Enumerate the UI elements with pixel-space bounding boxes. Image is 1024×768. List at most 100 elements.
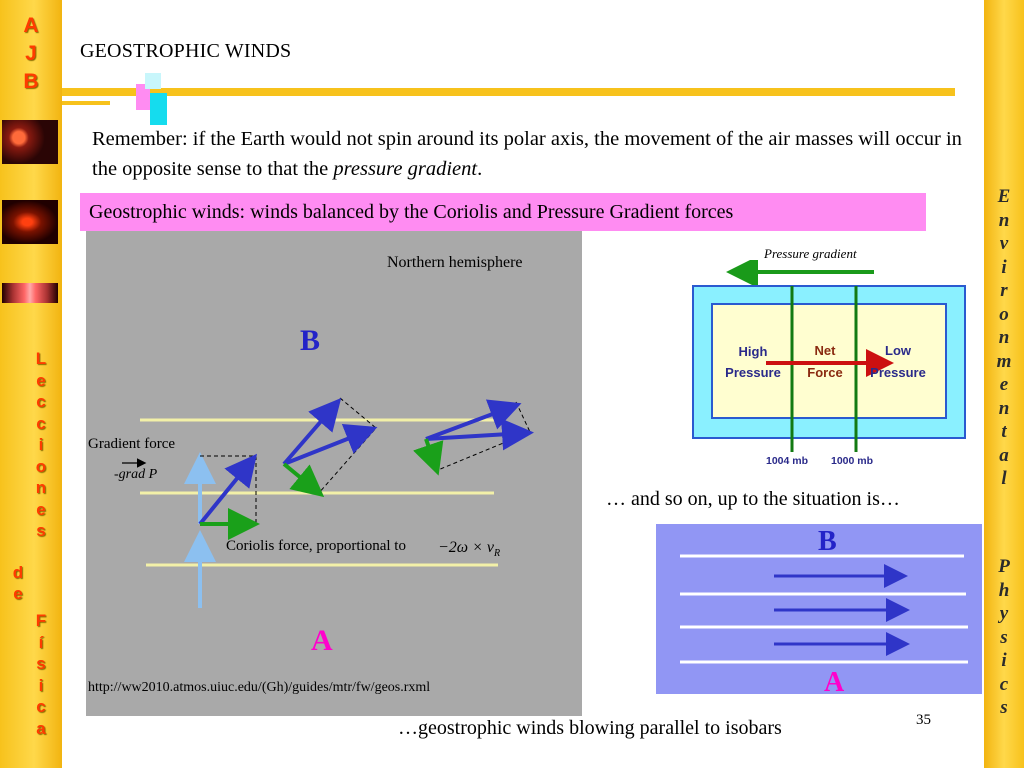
de-letter: e (13, 584, 23, 603)
pressure-gradient-title: Pressure gradient (764, 246, 857, 261)
thumbnail-image-3 (2, 283, 58, 303)
isobar-1000-label: 1000 mb (831, 455, 874, 467)
initials-letter: B (23, 70, 39, 93)
deco-square-pink (136, 84, 150, 110)
and-so-on-text: … and so on, up to the situation is… (606, 488, 900, 510)
fisica-letter: F (35, 611, 47, 630)
environmental-letter: n (998, 209, 1010, 231)
low-label-a: A (824, 667, 845, 698)
grad-p-label: -grad P (114, 467, 158, 482)
wind-arrow (282, 397, 342, 466)
lecciones-letter: n (35, 478, 47, 497)
net-word: Net (814, 343, 836, 358)
physics-letter: P (998, 556, 1010, 577)
lecciones-letter: L (35, 349, 47, 368)
deco-square-cyan (150, 93, 167, 125)
slide-title: GEOSTROPHIC WINDS (80, 40, 292, 62)
intro-period: . (477, 158, 483, 180)
pressure-word: Pressure (870, 365, 926, 380)
physics-letter: i (1001, 650, 1007, 671)
environmental-letter: r (1000, 280, 1008, 301)
title-rule (62, 88, 955, 96)
environmental-letter: E (997, 186, 1011, 207)
fisica-letter: a (36, 718, 46, 738)
environmental-letter: m (996, 350, 1012, 372)
initials-letter: A (23, 14, 39, 37)
environmental-letter: a (999, 444, 1009, 466)
de-letter: d (12, 563, 24, 582)
coriolis-arrow (282, 462, 325, 498)
environmental-letter: n (998, 397, 1010, 419)
fisica-letter: s (36, 654, 46, 673)
fisica-letter: í (38, 632, 44, 652)
high-label-b: B (300, 324, 321, 357)
environmental-letter: l (1001, 468, 1007, 489)
wind-arrow (425, 399, 522, 441)
pressure-word: Pressure (725, 365, 781, 380)
physics-letter: h (998, 579, 1010, 601)
gradient-force-label: Gradient force (88, 436, 176, 452)
lecciones-letter: s (36, 521, 46, 540)
physics-letter: s (1000, 626, 1008, 648)
low-word: Low (885, 343, 911, 358)
parallelogram-guide (437, 401, 531, 471)
intro-text: Remember: if the Earth would not spin ar… (92, 128, 962, 180)
environmental-letter: v (999, 233, 1009, 254)
definition-banner: Geostrophic winds: winds balanced by the… (80, 193, 926, 231)
high-label-b: B (818, 526, 837, 557)
low-label-a: A (311, 624, 333, 657)
lecciones-letter: e (36, 370, 46, 390)
lecciones-letter: o (35, 456, 47, 476)
physics-letter: y (999, 603, 1009, 624)
physics-letter: c (999, 673, 1009, 695)
force-word: Force (807, 365, 843, 380)
lecciones-letter: i (38, 435, 44, 454)
isobar-1004-label: 1004 mb (766, 455, 809, 467)
wind-arrow (198, 453, 258, 526)
fisica-letter: c (36, 697, 46, 716)
formula-subscript: R (494, 548, 501, 560)
intro-emphasis: pressure gradient (333, 158, 478, 180)
thumbnail-image-2 (2, 200, 58, 244)
environmental-letter: n (998, 327, 1010, 348)
wind-arrow (425, 418, 534, 451)
formula-text: −2ω × v (438, 539, 494, 556)
initials-letter: J (25, 42, 37, 65)
thumbnail-image-1 (2, 120, 58, 164)
environmental-letter: i (1001, 256, 1007, 278)
page-number: 35 (916, 712, 931, 728)
coriolis-force-label: Coriolis force, proportional to (226, 538, 406, 554)
bottom-caption: …geostrophic winds blowing parallel to i… (398, 717, 782, 739)
fisica-letter: i (38, 675, 44, 695)
environmental-letter: e (999, 374, 1009, 395)
parallelogram-guide (317, 397, 377, 495)
lecciones-letter: c (36, 413, 46, 433)
source-url: http://ww2010.atmos.uiuc.edu/(Gh)/guides… (88, 680, 431, 695)
title-rule-left (62, 88, 120, 92)
right-sidebar (984, 0, 1024, 768)
coriolis-formula: −2ω × vR (438, 539, 500, 559)
environmental-letter: t (1001, 421, 1007, 442)
lecciones-letter: c (36, 392, 46, 411)
wind-arrow (283, 423, 378, 466)
environmental-letter: o (999, 303, 1009, 325)
lecciones-letter: e (36, 499, 46, 519)
coriolis-diagram (122, 397, 534, 608)
deco-square-light (145, 73, 161, 89)
hemisphere-label: Northern hemisphere (387, 254, 523, 271)
title-rule-thin (62, 101, 110, 105)
high-word: High (738, 344, 768, 359)
intro-paragraph: Remember: if the Earth would not spin ar… (92, 124, 962, 184)
geostrophic-diagram (680, 554, 968, 664)
coriolis-arrow (413, 438, 444, 476)
physics-letter: s (1000, 697, 1008, 718)
pressure-gradient-diagram (692, 260, 966, 452)
